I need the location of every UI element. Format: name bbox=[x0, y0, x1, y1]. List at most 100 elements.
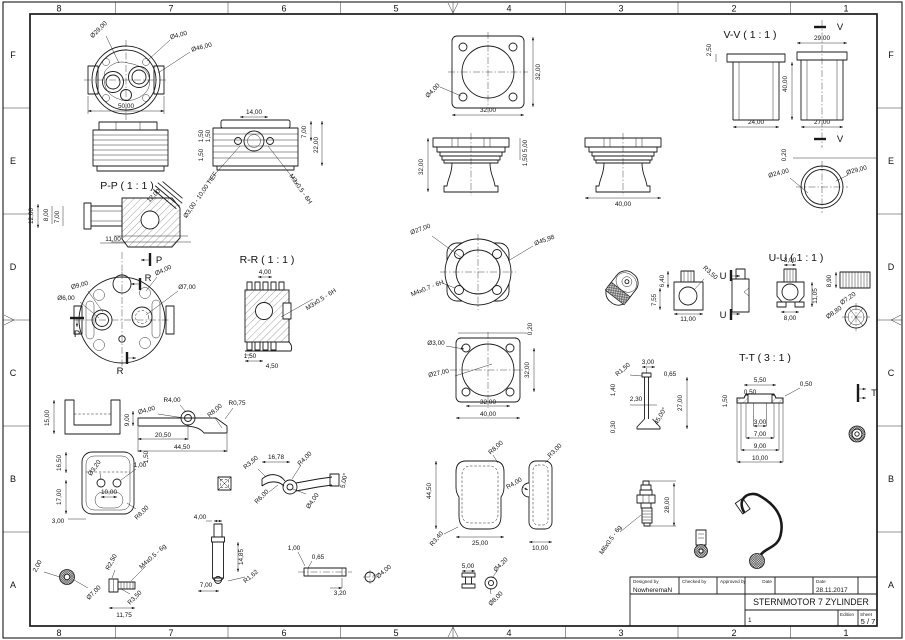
dim-label: 3,00 bbox=[52, 518, 65, 525]
view-title: U-U ( 1 : 1 ) bbox=[769, 252, 824, 264]
dim-label: 2,50 bbox=[706, 43, 713, 56]
dim-label: 1,50 bbox=[522, 153, 529, 166]
dim-label: 8,00 bbox=[784, 315, 797, 322]
dim-label: R4,00 bbox=[163, 397, 180, 404]
view-rocker-arm: R4,00 Ø4,00 9,00 R0,75 R8,00 20,50 44,50 bbox=[124, 397, 246, 453]
dim-label: 4,00 bbox=[259, 269, 272, 276]
note-label: M4x0.5 - 6g bbox=[138, 543, 168, 571]
dim-label: 32,00 bbox=[418, 159, 425, 175]
approved-by-label: Approved by bbox=[720, 579, 746, 584]
dim-label: 32,00 bbox=[535, 64, 542, 80]
note-label: Ø3,00 - 10,00 TIEF bbox=[182, 171, 219, 220]
dim-label: Ø4,00 bbox=[137, 405, 156, 416]
dim-label: 1,50 bbox=[143, 450, 150, 463]
view-thumb-disc: 2,00 Ø7,00 bbox=[32, 559, 103, 602]
view-section-uu: U-U ( 1 : 1 ) 3,00 11,05 8,00 bbox=[769, 252, 824, 322]
part-number: 1 bbox=[748, 617, 752, 624]
dim-label: 0,20 bbox=[781, 148, 788, 161]
center-mark-top-icon bbox=[447, 2, 459, 14]
dim-label: 1,50 bbox=[722, 394, 729, 407]
date-value: 28.11.2017 bbox=[816, 587, 848, 594]
grid-col: 7 bbox=[168, 628, 173, 638]
dim-label: 1,00 bbox=[288, 545, 301, 552]
designed-by-label: Designed by bbox=[633, 579, 659, 584]
date-label: Date bbox=[762, 579, 772, 584]
dim-label: 14,85 bbox=[238, 549, 245, 565]
view-bracket: 15,00 bbox=[44, 399, 121, 435]
view-knurl-disc: 8,90 Ø7,20 Ø8,80 bbox=[825, 271, 871, 331]
grid-col: 4 bbox=[506, 628, 511, 638]
dim-label: 4,00 bbox=[194, 514, 207, 521]
dim-label: R3,50 bbox=[126, 589, 143, 606]
dim-label: 0,50 bbox=[744, 389, 757, 396]
section-marker: P bbox=[156, 255, 162, 266]
dim-label: 10,00 bbox=[101, 489, 117, 496]
dim-label: 12,00 bbox=[28, 208, 35, 224]
grid-col: 3 bbox=[618, 4, 623, 14]
dim-label: 0,20 bbox=[527, 322, 534, 335]
grid-row: D bbox=[10, 262, 17, 272]
dim-label: 8,90 bbox=[826, 274, 833, 287]
view-pushrod: 4,00 14,85 7,00 R1,62 bbox=[194, 514, 260, 593]
dim-label: 1,50 bbox=[198, 148, 205, 161]
dim-label: 16,50 bbox=[56, 455, 63, 471]
dim-label: R8,00 bbox=[206, 402, 224, 419]
dim-label: 1,50 bbox=[244, 353, 257, 360]
dim-label: 25,00 bbox=[472, 540, 488, 547]
view-ignition-wire bbox=[734, 492, 783, 569]
grid-col: 7 bbox=[168, 4, 173, 14]
dim-label: 2,30 bbox=[630, 396, 643, 403]
dim-label: R3,50 bbox=[701, 265, 719, 282]
grid-row: B bbox=[888, 474, 894, 484]
dim-label: Ø7,20 bbox=[839, 291, 858, 307]
section-marker: R bbox=[145, 273, 152, 284]
date-label: Date bbox=[816, 579, 826, 584]
dim-label: Ø45,98 bbox=[533, 234, 556, 248]
dim-label: 4,50 bbox=[266, 363, 279, 370]
dim-label: 24,00 bbox=[748, 119, 764, 126]
checked-by-label: Checked by bbox=[682, 579, 707, 584]
grid-col: 3 bbox=[618, 628, 623, 638]
dim-label: 5,00° bbox=[339, 472, 350, 489]
view-cylinder-head-side: 14,00 1,50 1,50 1,50 7,00 22,00 Ø3,00 - … bbox=[182, 109, 324, 220]
title-block: Designed by NowheremaN Checked by Approv… bbox=[629, 576, 878, 627]
dim-label: 3,00 bbox=[642, 359, 655, 366]
grid-labels-bottom: 8 7 6 5 4 3 2 1 bbox=[56, 628, 848, 638]
dim-label: R6,00 bbox=[253, 488, 270, 505]
dim-label: 7,55 bbox=[651, 293, 658, 306]
dim-label: 20,50 bbox=[155, 432, 171, 439]
grid-col: 2 bbox=[731, 4, 736, 14]
dim-label: 1,40 bbox=[610, 383, 617, 396]
view-adjust-screw: R2,50 M4x0.5 - 6g R3,50 11,75 bbox=[105, 543, 169, 619]
grid-row: B bbox=[10, 474, 16, 484]
dim-label: 7,00 bbox=[301, 125, 308, 138]
dim-label: Ø29,00 bbox=[846, 164, 868, 176]
dim-label: 0,65 bbox=[664, 371, 677, 378]
view-cylinder-head-bottom: Ø9,00 Ø6,00 Ø4,00 Ø7,00 R R bbox=[57, 264, 196, 377]
section-marker: V bbox=[837, 134, 844, 145]
dim-label: 11,75 bbox=[116, 612, 132, 619]
view-square-nut bbox=[217, 476, 232, 491]
view-valve: 3,00 R1,50 0,65 1,40 2,30 27,00 0,30 45,… bbox=[610, 359, 689, 433]
dim-label: 10,00 bbox=[752, 455, 768, 462]
view-title: T-T ( 3 : 1 ) bbox=[739, 352, 791, 364]
dim-label: 22,00 bbox=[313, 137, 320, 153]
view-plug-connector bbox=[694, 529, 708, 558]
dim-label: 17,00 bbox=[56, 489, 63, 505]
dim-label: 50,00 bbox=[118, 103, 134, 110]
dim-label: Ø24,00 bbox=[768, 167, 790, 179]
dim-label: 11,00 bbox=[680, 316, 696, 323]
dim-label: 1,50 bbox=[198, 129, 205, 142]
view-section-rr: R-R ( 1 : 1 ) 4,00 M3x0.5 - 6H 1,50 4,50 bbox=[240, 254, 338, 370]
grid-row: E bbox=[888, 156, 894, 166]
dim-label: 11,05 bbox=[812, 288, 819, 304]
grid-col: 8 bbox=[56, 4, 61, 14]
dim-label: 3,00 bbox=[754, 419, 767, 426]
view-lever: R3,50 16,78 R4,00 R6,00 Ø4,00 5,00° bbox=[242, 450, 349, 510]
dim-label: R3,40 bbox=[429, 530, 446, 548]
dim-label: R8,00 bbox=[133, 504, 150, 521]
grid-col: 6 bbox=[281, 4, 286, 14]
grid-row: C bbox=[10, 368, 17, 378]
grid-labels-top: 8 7 6 5 4 3 2 1 bbox=[56, 4, 848, 14]
edition-label: Edition bbox=[840, 612, 854, 617]
